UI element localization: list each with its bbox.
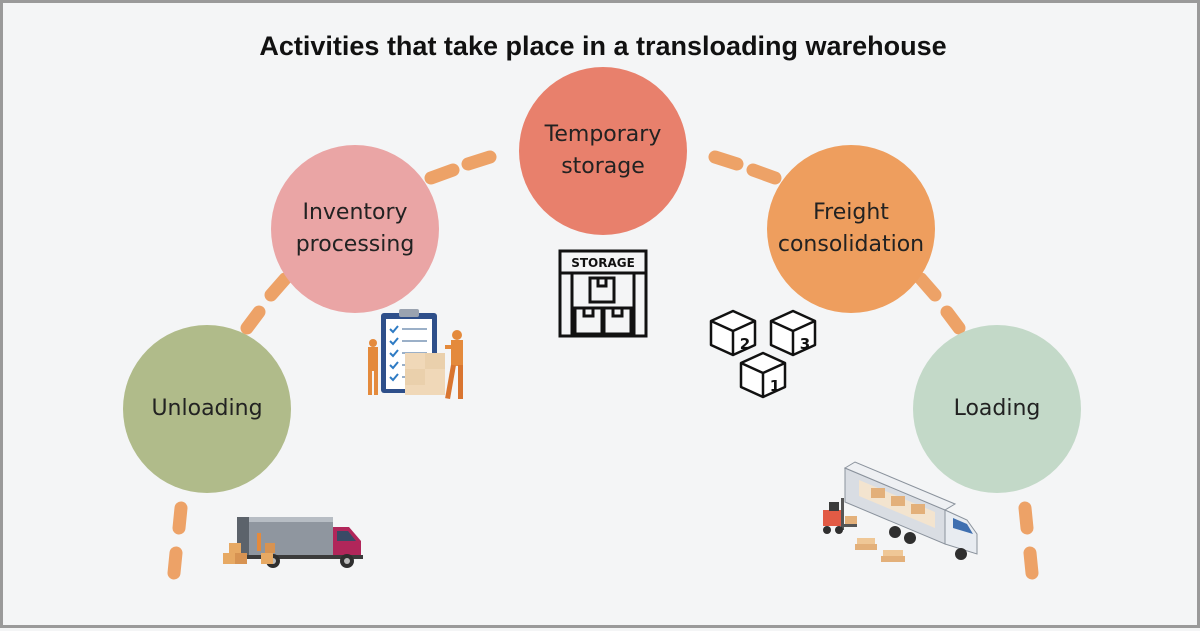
stage-loading: Loading	[913, 325, 1081, 493]
dashed-connector-arc	[167, 150, 1039, 580]
stage-label: Temporary	[544, 122, 662, 147]
stage-label: Loading	[953, 396, 1041, 421]
box-number: 3	[800, 335, 810, 353]
numbered-boxes-icon: 2 3 1	[709, 309, 817, 399]
box-number: 1	[770, 377, 780, 395]
storage-building-icon: STORAGE	[558, 249, 648, 338]
stage-freight-consolidation: Freight consolidation	[767, 145, 935, 313]
stage-inventory-processing: Inventory processing	[271, 145, 439, 313]
stage-label-line2: consolidation	[777, 232, 925, 257]
stage-label-line2: storage	[561, 154, 645, 179]
box-number: 2	[740, 335, 750, 353]
truck-unloading-icon	[223, 517, 363, 568]
stage-label: Unloading	[151, 396, 263, 421]
storage-sign-text: STORAGE	[571, 256, 635, 270]
inventory-checklist-icon	[368, 309, 463, 400]
stage-unloading: Unloading	[123, 325, 291, 493]
forklift-loading-icon	[823, 461, 978, 562]
diagram-title: Activities that take place in a transloa…	[259, 31, 947, 61]
stage-label: Freight	[813, 200, 889, 225]
stage-temporary-storage: Temporary storage	[519, 67, 687, 235]
stage-label: Inventory	[302, 200, 408, 225]
stage-label-line2: processing	[295, 232, 415, 257]
